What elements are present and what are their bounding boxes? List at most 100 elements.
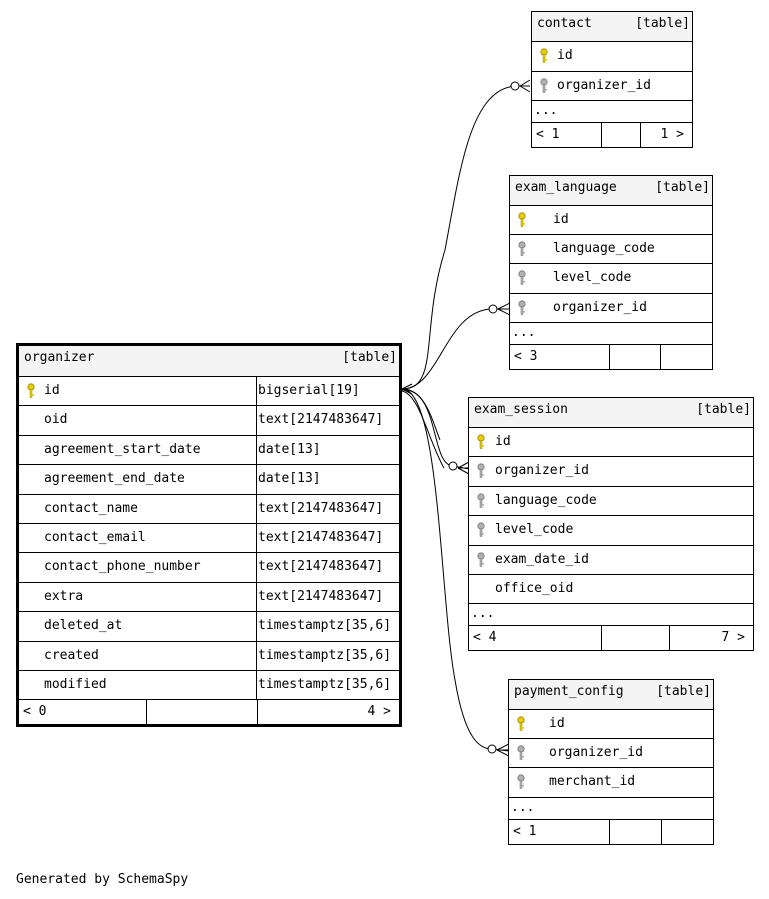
- foreign-key-icon: [518, 270, 526, 286]
- column-name: level_code: [495, 522, 574, 538]
- column-name: language_code: [495, 492, 597, 508]
- foreign-key-icon: [477, 522, 485, 538]
- more-columns: ...: [469, 604, 753, 627]
- primary-key-icon: [540, 48, 548, 64]
- ellipsis: ...: [511, 799, 535, 815]
- table-kind: [table]: [342, 350, 397, 365]
- column-name: agreement_end_date: [44, 471, 185, 487]
- table-footer: < 3: [510, 344, 712, 369]
- table-footer: < 1 1 >: [532, 123, 692, 147]
- column-row: agreement_end_date date[13]: [19, 465, 399, 495]
- primary-key-icon: [518, 212, 526, 228]
- column-name: exam_date_id: [495, 551, 589, 567]
- more-columns: ...: [509, 798, 713, 820]
- ellipsis: ...: [534, 103, 558, 118]
- primary-key-icon: [517, 716, 525, 732]
- column-row: organizer_id: [532, 72, 692, 101]
- column-name: id: [553, 212, 569, 227]
- column-type: timestamptz[35,6]: [258, 676, 392, 692]
- column-type: timestamptz[35,6]: [258, 647, 392, 663]
- column-type: text[2147483647]: [258, 588, 384, 604]
- foreign-key-icon: [518, 241, 526, 257]
- foreign-key-icon: [477, 463, 485, 479]
- table-header: exam_session [table]: [469, 398, 753, 428]
- table-header: organizer [table]: [19, 346, 399, 377]
- relation-line-contact: [401, 85, 530, 390]
- foreign-key-icon: [540, 77, 548, 94]
- table-kind: [table]: [655, 180, 710, 195]
- foreign-key-icon: [477, 493, 485, 509]
- column-name: organizer_id: [553, 299, 647, 315]
- column-type: date[13]: [258, 471, 321, 487]
- column-row: created timestamptz[35,6]: [19, 641, 399, 671]
- children-count: < 1: [513, 823, 537, 839]
- foreign-key-icon: [517, 774, 525, 790]
- children-count: < 0: [23, 704, 47, 720]
- table-footer: < 0 4 >: [19, 700, 399, 725]
- foreign-key-icon: [518, 299, 526, 316]
- column-name: created: [44, 647, 99, 663]
- column-type: date[13]: [258, 441, 321, 457]
- table-header: payment_config [table]: [509, 680, 713, 710]
- column-row: organizer_id: [469, 457, 753, 487]
- optional-marker-exam-language: [488, 304, 498, 314]
- relation-line-payment-config: [401, 388, 510, 752]
- parents-count: 7 >: [721, 630, 745, 646]
- column-row: exam_date_id: [469, 546, 753, 575]
- column-type: text[2147483647]: [258, 500, 384, 516]
- column-name: organizer_id: [549, 745, 643, 761]
- foreign-key-icon: [477, 551, 485, 568]
- column-name: organizer_id: [495, 463, 589, 479]
- column-row: id: [510, 206, 712, 236]
- children-count: < 1: [536, 127, 560, 142]
- optional-marker-contact: [510, 81, 520, 91]
- table-title: contact: [537, 16, 592, 31]
- column-row: level_code: [469, 516, 753, 546]
- column-row: level_code: [510, 264, 712, 294]
- primary-key-icon: [477, 434, 485, 450]
- parents-count: 1 >: [660, 127, 684, 142]
- table-kind: [table]: [656, 684, 711, 699]
- column-name: contact_phone_number: [44, 559, 201, 575]
- primary-key-icon: [27, 383, 35, 399]
- ellipsis: ...: [512, 324, 536, 340]
- relation-line-extra-1: [401, 389, 441, 441]
- table-title: organizer: [24, 350, 95, 365]
- parents-count: 4 >: [367, 704, 391, 720]
- column-name: merchant_id: [549, 774, 636, 790]
- column-name: id: [495, 434, 511, 449]
- relation-line-exam-language: [401, 308, 510, 390]
- column-name: deleted_at: [44, 618, 123, 634]
- column-name: office_oid: [495, 580, 574, 596]
- column-row: id: [509, 710, 713, 740]
- table-footer: < 4 7 >: [469, 626, 753, 651]
- column-name: oid: [44, 412, 68, 428]
- table-kind: [table]: [696, 402, 751, 417]
- table-title: payment_config: [514, 684, 624, 699]
- column-row: id: [532, 42, 692, 72]
- table-title: exam_language: [515, 180, 617, 195]
- optional-marker-payment-config: [487, 744, 497, 754]
- ellipsis: ...: [471, 606, 495, 622]
- table-header: exam_language [table]: [510, 176, 712, 206]
- foreign-key-icon: [517, 745, 525, 761]
- more-columns: ...: [532, 101, 692, 123]
- column-name: extra: [44, 588, 84, 604]
- crowfoot-organizer: [401, 383, 413, 395]
- column-type: text[2147483647]: [258, 529, 384, 545]
- children-count: < 3: [514, 348, 538, 364]
- table-kind: [table]: [635, 16, 690, 31]
